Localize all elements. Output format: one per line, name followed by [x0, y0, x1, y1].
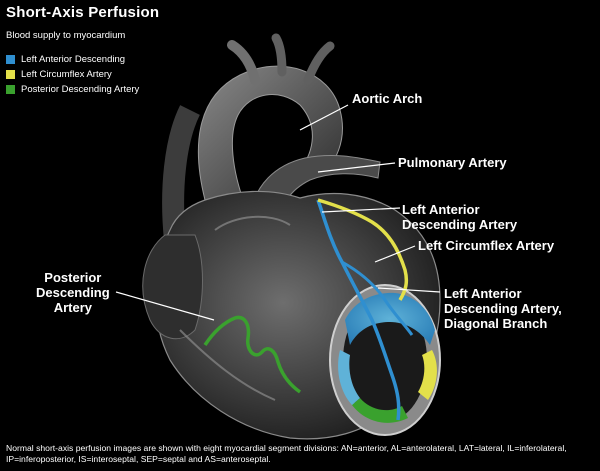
subclavian-vessel	[303, 41, 335, 85]
legend-swatch-pda	[6, 85, 15, 94]
legend: Left Anterior Descending Left Circumflex…	[6, 52, 139, 97]
short-axis-slice	[329, 284, 441, 436]
label-pulmonary-artery: Pulmonary Artery	[398, 155, 507, 170]
legend-label-lad: Left Anterior Descending	[21, 54, 126, 65]
page-title: Short-Axis Perfusion	[6, 4, 160, 21]
legend-item-lcx: Left Circumflex Artery	[6, 67, 139, 82]
lad-diagonal-branch	[341, 260, 414, 336]
septal-territory	[338, 350, 360, 405]
lad-territory	[345, 292, 435, 345]
page-subtitle: Blood supply to myocardium	[6, 30, 126, 41]
label-lad-diagonal: Left Anterior Descending Artery, Diagona…	[444, 286, 562, 331]
footnote: Normal short-axis perfusion images are s…	[6, 443, 567, 464]
leader-pda	[115, 291, 215, 321]
legend-label-pda: Posterior Descending Artery	[21, 84, 140, 95]
lcx-artery	[317, 198, 409, 301]
carotid-vessel	[271, 33, 287, 77]
legend-item-pda: Posterior Descending Artery	[6, 82, 139, 97]
leader-pulmonary-artery	[317, 162, 396, 173]
label-lad: Left Anterior Descending Artery	[402, 202, 518, 232]
leader-aortic-arch	[299, 104, 349, 131]
legend-swatch-lcx	[6, 70, 15, 79]
label-aortic-arch: Aortic Arch	[352, 91, 423, 106]
label-lcx: Left Circumflex Artery	[418, 238, 555, 253]
legend-item-lad: Left Anterior Descending	[6, 52, 139, 67]
leader-lad	[321, 207, 401, 213]
pda-artery	[203, 315, 302, 394]
leader-lines	[115, 104, 441, 321]
lad-artery	[316, 199, 401, 421]
coronary-vein	[179, 329, 276, 401]
right-atrium	[142, 234, 203, 340]
label-pda: Posterior Descending Artery	[36, 270, 110, 315]
leader-lcx	[374, 245, 416, 263]
coronary-arteries	[203, 198, 414, 421]
leader-lad-diagonal	[377, 287, 441, 293]
heart-highlight	[214, 215, 291, 231]
lcx-territory	[418, 350, 437, 400]
pda-territory	[352, 398, 408, 423]
legend-label-lcx: Left Circumflex Artery	[21, 69, 112, 80]
brachiocephalic-vessel	[227, 40, 260, 85]
legend-swatch-lad	[6, 55, 15, 64]
